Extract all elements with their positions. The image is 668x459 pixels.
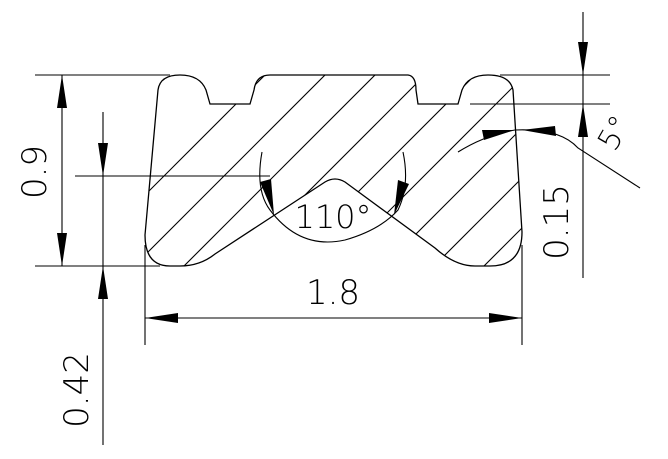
extension-lines (35, 74, 610, 345)
dim-overall-height: 0.9 (15, 75, 67, 266)
dim-taper-label: 5° (591, 110, 638, 157)
dim-angle: 110° (259, 151, 409, 243)
profile-outline (144, 74, 523, 267)
dim-bottom-offset: 0.42 (57, 112, 108, 445)
dim-width-label: 1.8 (306, 273, 360, 313)
dim-groove-depth-label: 0.15 (537, 184, 577, 260)
dim-overall-height-label: 0.9 (15, 145, 55, 199)
dim-bottom-offset-label: 0.42 (57, 352, 97, 428)
dim-groove-depth: 0.15 (537, 12, 588, 278)
dim-width: 1.8 (145, 273, 522, 323)
dim-angle-label: 110° (294, 198, 371, 236)
dim-taper: 5° (457, 110, 641, 189)
